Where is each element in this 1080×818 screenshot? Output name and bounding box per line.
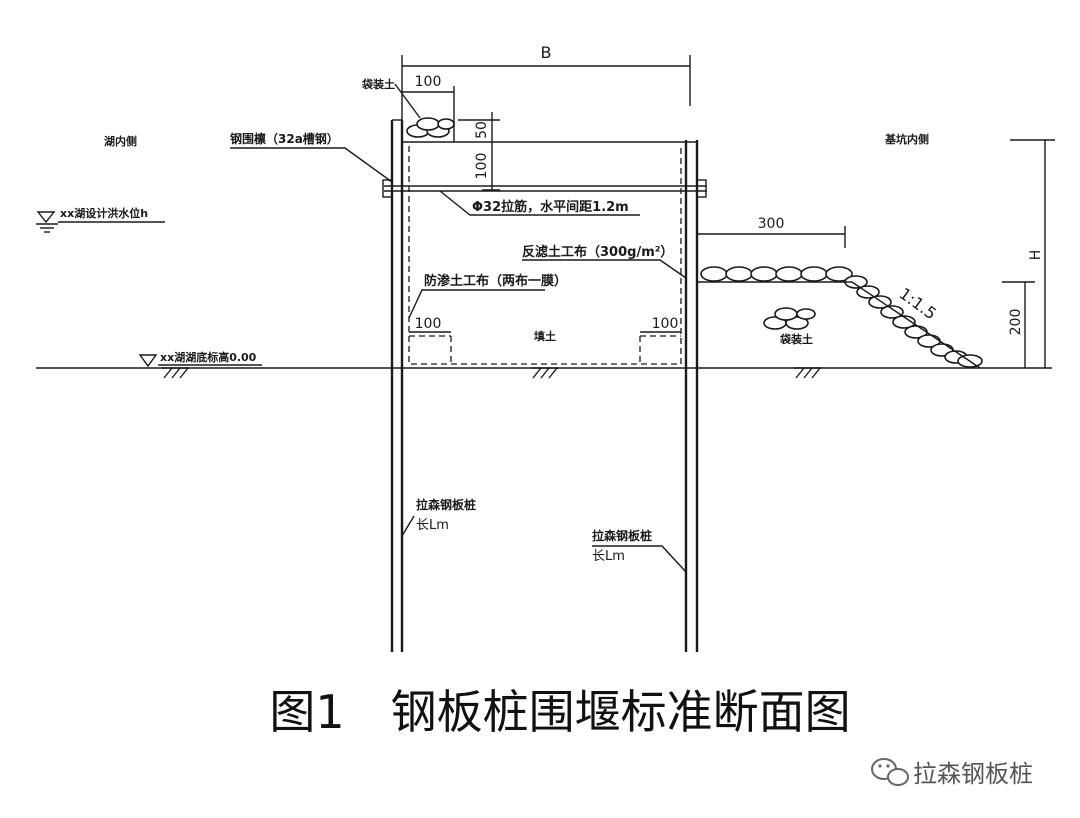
pile-right-length-label: 长Lm — [592, 549, 625, 564]
watermark-text: 拉森钢板桩 — [913, 760, 1033, 788]
leader-bag-soil-top — [394, 83, 421, 119]
pile-right-name-label: 拉森钢板桩 — [592, 528, 652, 543]
bag-soil-top — [406, 117, 455, 138]
ground-hatch — [162, 367, 822, 379]
filter-geotextile-label: 反滤土工布（300g/m²） — [522, 244, 673, 260]
fill-soil-label: 填土 — [534, 329, 556, 343]
leader-steel-waling — [230, 147, 393, 183]
bag-soil-berm — [697, 266, 983, 369]
lake-bottom-level-label: xx湖湖底标高0.00 — [160, 350, 257, 364]
bag-soil-top-label: 袋装土 — [361, 77, 395, 91]
dim-100-right-label: 100 — [652, 316, 679, 332]
lake-side-label: 湖内侧 — [104, 134, 137, 148]
dimension-300: 300 — [697, 216, 846, 248]
dimension-H: H — [1010, 139, 1055, 368]
seepage-geotextile-line — [408, 146, 682, 365]
figure-caption: 图1 钢板桩围堰标准断面图 — [269, 685, 850, 739]
bag-soil-pile — [763, 307, 816, 330]
dimension-100-left: 100 — [409, 316, 451, 333]
dimension-B: B — [401, 43, 691, 120]
dim-H-label: H — [1028, 250, 1044, 261]
dim-200-label: 200 — [1008, 309, 1024, 336]
dimension-100-top: 100 — [402, 74, 455, 142]
water-level-symbol — [36, 211, 165, 233]
steel-waling-label: 钢围檩（32a槽钢） — [230, 131, 339, 146]
dim-50-label: 50 — [474, 121, 490, 139]
dimension-100-right: 100 — [640, 316, 681, 333]
leader-pile-right — [592, 545, 687, 573]
pile-left-name-label: 拉森钢板桩 — [416, 497, 476, 512]
bag-soil-right-label: 袋装土 — [779, 332, 813, 346]
tie-rod — [382, 179, 707, 198]
design-water-level-label: xx湖设计洪水位h — [60, 206, 148, 220]
seepage-geotextile-label: 防渗土工布（两布一膜） — [424, 273, 567, 289]
dim-100-top-label: 100 — [415, 74, 442, 90]
leader-seepage-geotextile — [408, 289, 545, 319]
sheet-pile-right — [684, 140, 699, 652]
wechat-icon — [871, 758, 909, 786]
tie-rod-label: Φ32拉筋，水平间距1.2m — [472, 199, 629, 215]
pit-side-label: 基坑内侧 — [884, 132, 929, 146]
sheet-pile-left — [390, 120, 404, 652]
pile-left-length-label: 长Lm — [416, 518, 449, 533]
leader-tie-rod — [439, 190, 640, 216]
dim-100-vert-label: 100 — [474, 153, 490, 180]
lake-bottom-symbol — [138, 354, 262, 368]
leader-pile-left — [401, 515, 415, 537]
leader-filter-geotextile — [522, 259, 687, 279]
dimension-200: 200 — [1002, 281, 1035, 368]
dim-100-left-label: 100 — [415, 316, 442, 332]
dim-300-label: 300 — [758, 216, 785, 232]
dim-B-label: B — [541, 43, 552, 62]
dimension-50-100: 50 100 — [458, 112, 500, 191]
